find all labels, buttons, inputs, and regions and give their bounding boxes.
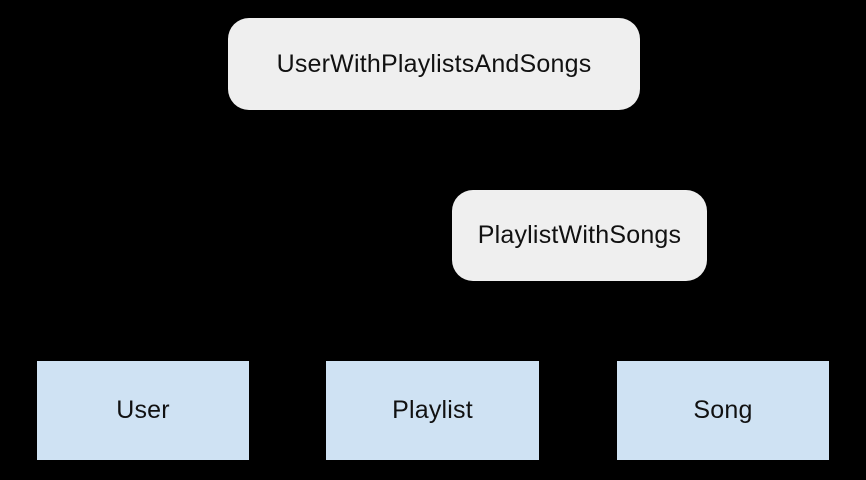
node-song: Song: [616, 360, 830, 461]
node-label-playlist-with-songs: PlaylistWithSongs: [477, 221, 682, 249]
node-user: User: [36, 360, 250, 461]
node-playlist: Playlist: [325, 360, 540, 461]
node-label-user-with-playlists-and-songs: UserWithPlaylistsAndSongs: [276, 49, 592, 78]
node-user-with-playlists-and-songs: UserWithPlaylistsAndSongs: [228, 18, 640, 110]
node-label-song: Song: [693, 396, 753, 424]
node-playlist-with-songs: PlaylistWithSongs: [452, 190, 707, 281]
node-label-playlist: Playlist: [392, 396, 473, 424]
node-label-user: User: [116, 396, 170, 424]
